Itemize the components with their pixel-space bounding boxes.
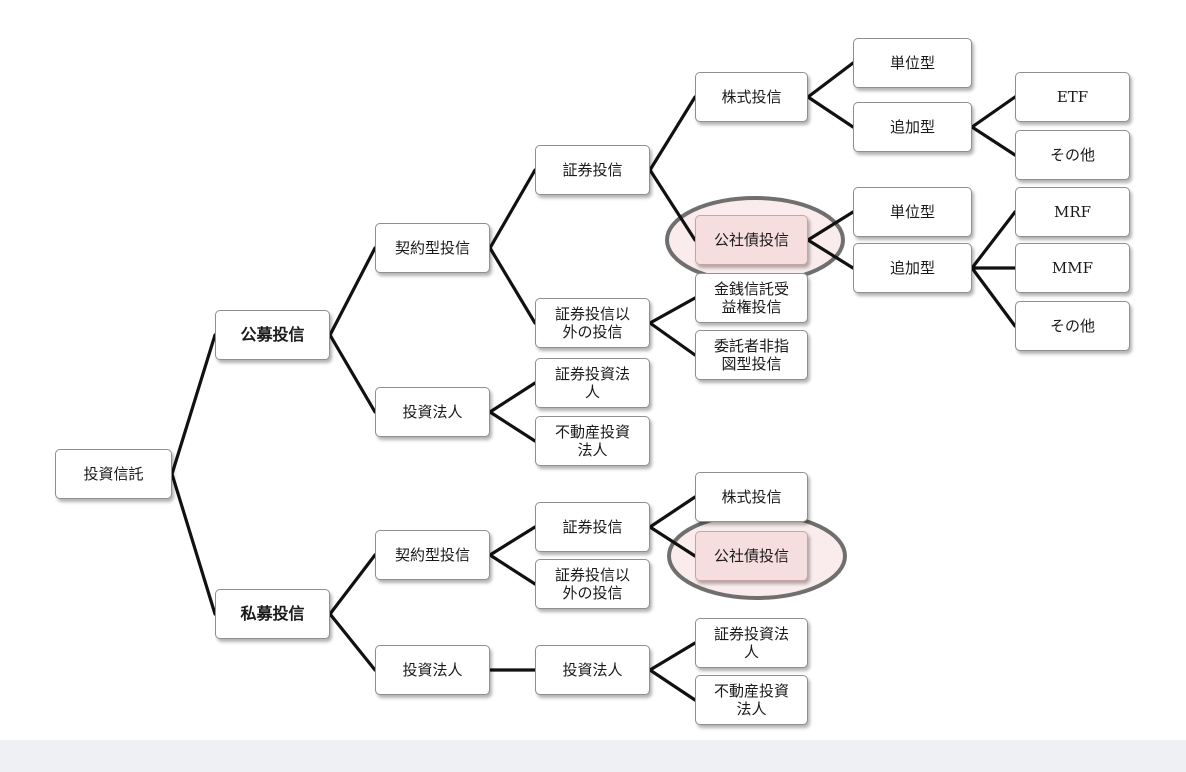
edge-private-securities: [648, 495, 697, 558]
node-mrf: MRF: [1015, 187, 1130, 237]
node-private-real-estate-corporation: 不動産投資 法人: [695, 675, 808, 725]
node-private-stock-trust: 株式投信: [695, 472, 808, 522]
node-mmf: MMF: [1015, 243, 1130, 293]
node-public-bond-trust: 公社債投信: [695, 215, 808, 265]
node-private-corporation-2: 投資法人: [535, 645, 650, 695]
edge-public-securities: [648, 95, 697, 242]
node-public-securities-trust: 証券投信: [535, 145, 650, 195]
edge-private-contract: [488, 525, 537, 586]
edge-public-non-securities: [648, 296, 697, 357]
node-bond-unit-type: 単位型: [853, 187, 972, 237]
node-private-bond-trust: 公社債投信: [695, 531, 808, 581]
node-etf: ETF: [1015, 72, 1130, 122]
node-private-contract-type: 契約型投信: [375, 530, 490, 580]
node-public-real-estate-corporation: 不動産投資 法人: [535, 416, 650, 466]
node-public-non-directed-trust: 委託者非指 図型投信: [695, 330, 808, 380]
node-stock-other: その他: [1015, 130, 1130, 180]
node-stock-additional-type: 追加型: [853, 102, 972, 152]
edge-public-stock: [806, 61, 855, 129]
node-public-stock-trust: 株式投信: [695, 72, 808, 122]
node-public-non-securities-trust: 証券投信以 外の投信: [535, 298, 650, 348]
edge-public: [328, 246, 377, 414]
node-private-corporation: 投資法人: [375, 645, 490, 695]
node-public-offering: 公募投信: [215, 310, 330, 360]
node-private-placement: 私募投信: [215, 589, 330, 639]
node-public-securities-corporation: 証券投資法 人: [535, 358, 650, 408]
edge-public-additional: [970, 95, 1017, 157]
edge-private: [328, 553, 377, 672]
node-stock-unit-type: 単位型: [853, 38, 972, 88]
edge-root: [170, 333, 217, 616]
bottom-band: [0, 740, 1186, 772]
edge-public-contract: [488, 168, 537, 325]
node-investment-trust: 投資信託: [55, 449, 172, 499]
node-private-securities-corporation: 証券投資法 人: [695, 618, 808, 668]
node-public-contract-type: 契約型投信: [375, 223, 490, 273]
node-public-money-trust-beneficiary: 金銭信託受 益権投信: [695, 273, 808, 323]
node-private-non-securities-trust: 証券投信以 外の投信: [535, 559, 650, 609]
edge-public-bond: [806, 210, 855, 270]
node-public-corporation: 投資法人: [375, 387, 490, 437]
node-private-securities-trust: 証券投信: [535, 502, 650, 552]
edge-public-additional2: [970, 210, 1017, 328]
edge-public-corporation: [488, 381, 537, 443]
edge-private-corporation2: [648, 641, 697, 702]
node-bond-other: その他: [1015, 301, 1130, 351]
node-bond-additional-type: 追加型: [853, 243, 972, 293]
